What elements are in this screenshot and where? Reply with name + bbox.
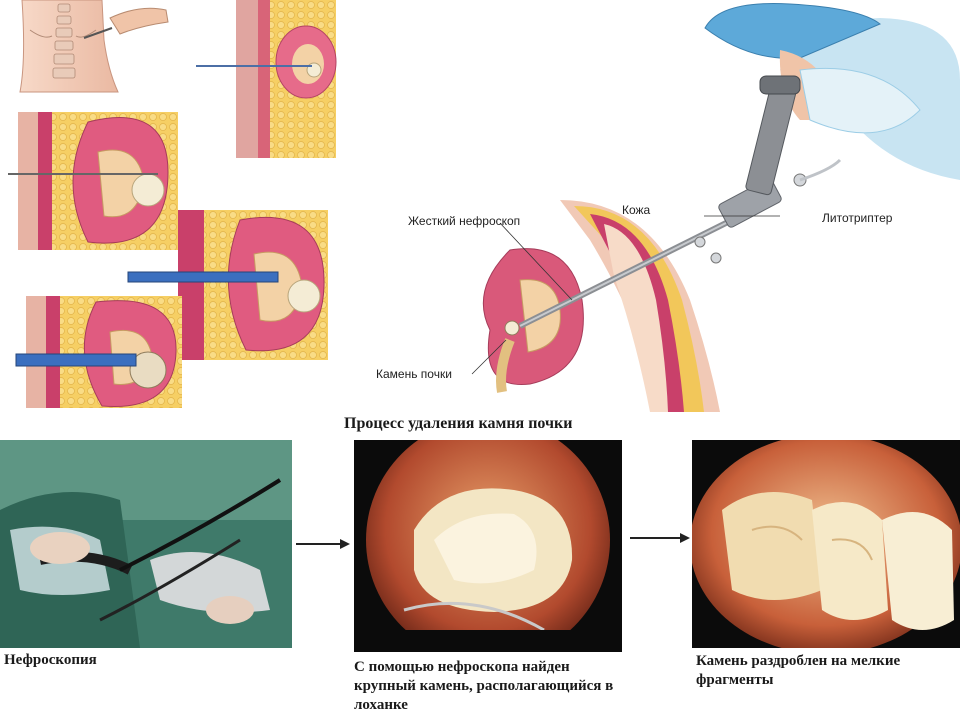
caption-stone-found: С помощью нефроскопа найден крупный каме… (354, 659, 614, 713)
anatomy-panel (0, 0, 340, 412)
photo-nephroscopy (0, 440, 292, 648)
section-sheath (15, 296, 182, 408)
endoscopic-view-fragments (692, 440, 960, 648)
nephroscopy-photo (0, 440, 292, 648)
process-title: Процесс удаления камня почки (344, 415, 573, 432)
rigid-nephroscope-instrument (518, 75, 842, 329)
photo-stone-fragmented (692, 440, 960, 648)
arrow-2 (630, 532, 690, 544)
surgeon-illustration (704, 3, 960, 180)
torso-back-view (19, 0, 169, 93)
caption-stone-fragmented: Камень раздроблен на мелкие фрагменты (696, 653, 901, 688)
label-rigid-nephroscope: Жесткий нефроскоп (408, 214, 521, 228)
endoscopic-view-large-stone (354, 440, 622, 652)
body-wall (560, 200, 720, 412)
label-lithotripter: Литотриптер (822, 211, 893, 225)
label-skin: Кожа (622, 203, 651, 217)
nephroscope-illustration (471, 3, 960, 412)
nephroscope-diagram: Жесткий нефроскоп Кожа Литотриптер Камен… (360, 0, 960, 412)
caption-nephroscopy: Нефроскопия (4, 652, 97, 668)
section-puncture (8, 112, 178, 250)
section-dilation (127, 210, 328, 360)
side-section-needle (196, 0, 337, 158)
photo-stone-found (354, 440, 622, 652)
label-kidney-stone: Камень почки (376, 367, 452, 381)
anatomy-illustration (8, 0, 337, 408)
leader-lines (471, 215, 780, 375)
arrow-1 (296, 538, 350, 550)
